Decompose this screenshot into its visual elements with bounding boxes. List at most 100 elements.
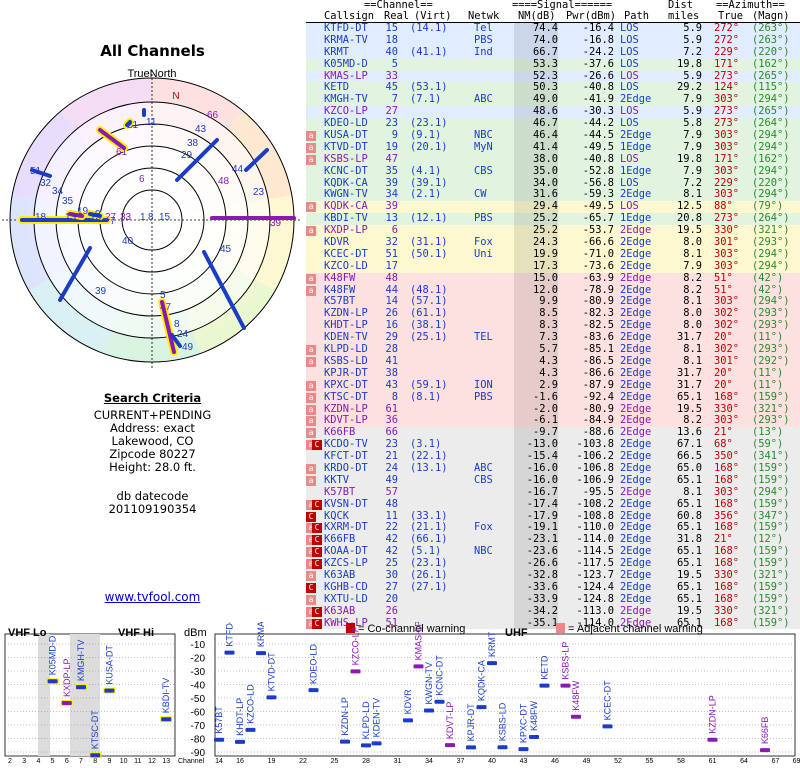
spectrum-bar[interactable]	[424, 708, 434, 713]
spectrum-bar[interactable]	[245, 727, 256, 732]
col-real[interactable]: Real	[384, 10, 410, 22]
spectrum-bar[interactable]	[445, 743, 455, 748]
nm-column-shade	[514, 308, 558, 321]
path: LOS	[620, 200, 639, 213]
col-callsign[interactable]: Callsign	[324, 10, 375, 22]
spectrum-bar[interactable]	[476, 705, 487, 710]
spectrum-bar[interactable]	[308, 688, 319, 693]
col-pwr[interactable]: Pwr(dBm)	[566, 10, 617, 22]
spectrum-bar[interactable]	[61, 700, 72, 705]
spectrum-bar[interactable]	[104, 688, 115, 693]
spectrum-bar[interactable]	[434, 699, 445, 704]
spectrum-bar[interactable]	[571, 714, 581, 719]
spectrum-bar[interactable]	[518, 747, 529, 752]
col-nm[interactable]: NM(dB)	[518, 10, 556, 22]
website-link[interactable]: www.tvfool.com	[104, 590, 201, 604]
spectrum-bar[interactable]	[90, 753, 101, 758]
spectrum-bar[interactable]	[487, 661, 497, 666]
spectrum-bar[interactable]	[371, 741, 382, 746]
spectrum-bar[interactable]	[76, 685, 86, 690]
spectrum-bar[interactable]	[529, 735, 539, 740]
spectrum-bar[interactable]	[707, 737, 718, 742]
spectrum-bar[interactable]	[161, 717, 172, 722]
callsign: KCDO-TV	[324, 438, 368, 451]
spectrum-bar[interactable]	[256, 651, 266, 656]
spectrum-bar[interactable]	[224, 650, 235, 655]
spectrum-bar[interactable]	[361, 743, 371, 748]
spectrum-bar[interactable]	[340, 739, 350, 744]
real-channel: 48	[385, 271, 398, 284]
col-magn[interactable]: (Magn)	[752, 10, 790, 22]
col-virt[interactable]: (Virt)	[414, 10, 452, 22]
col-miles[interactable]: miles	[668, 10, 700, 22]
spectrum-bar[interactable]	[350, 669, 361, 674]
spectrum-bar[interactable]	[47, 679, 58, 684]
spectrum-bar[interactable]	[602, 724, 613, 729]
spectrum-bar[interactable]	[266, 695, 277, 700]
spectrum-bar[interactable]	[560, 683, 571, 688]
spectrum-bar[interactable]	[466, 745, 476, 750]
col-netwk[interactable]: Netwk	[468, 10, 500, 22]
col-path[interactable]: Path	[624, 10, 650, 22]
spectrum-bar[interactable]	[235, 739, 245, 744]
col-true[interactable]: True	[718, 10, 744, 22]
spectrum-bar[interactable]	[403, 718, 413, 723]
spectrum-bar[interactable]	[760, 748, 770, 753]
spectrum-bar[interactable]	[497, 745, 508, 750]
spectrum-bar[interactable]	[539, 683, 550, 688]
spectrum-bar[interactable]	[214, 737, 224, 742]
spectrum-bar[interactable]	[413, 664, 424, 669]
